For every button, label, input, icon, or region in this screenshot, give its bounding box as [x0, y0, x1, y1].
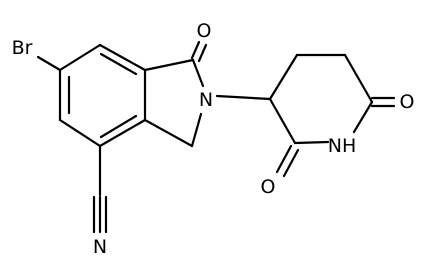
bond-c8-c9 [98, 118, 147, 148]
bond-n-c3 [215, 94, 272, 101]
bromine-atom-label: Br [12, 37, 33, 59]
imide-nh-label: NH [328, 135, 357, 157]
bond-c8-c9-inner [99, 114, 138, 139]
bond-c6-br [36, 55, 62, 72]
lactam-ring [143, 58, 205, 148]
bond-c4-c5-inner [99, 52, 138, 76]
bond-c7-c8 [58, 118, 102, 148]
bond-c5p-c6p [343, 53, 374, 104]
benzene-ring [58, 43, 147, 148]
nitrile-nitrogen-label: N [93, 236, 107, 258]
glutarimide-ring [268, 53, 374, 145]
bond-imide-co-bottom-2 [282, 148, 300, 178]
bond-c5-c6 [58, 43, 102, 72]
bond-carbonyl-n [191, 58, 205, 88]
bond-c2p-c3 [268, 97, 297, 145]
bond-imide-co-bottom-1 [275, 144, 293, 174]
bond-n-ch2 [190, 112, 203, 148]
imide-oxygen-bottom-label: O [261, 176, 276, 198]
bond-c3-c4p [268, 53, 299, 101]
bond-c4-c5 [98, 43, 147, 72]
bond-ch2-c9 [143, 118, 194, 148]
lactam-nitrogen-label: N [199, 89, 213, 111]
bond-nh-c2p [293, 140, 330, 145]
bond-c4-carbonyl [143, 58, 195, 72]
bond-c6p-nh [352, 100, 374, 134]
imide-oxygen-top-label: O [400, 91, 415, 113]
lactam-oxygen-label: O [197, 20, 212, 42]
bond-lactam-co-1 [190, 40, 201, 60]
bond-lactam-co-2 [197, 43, 208, 63]
